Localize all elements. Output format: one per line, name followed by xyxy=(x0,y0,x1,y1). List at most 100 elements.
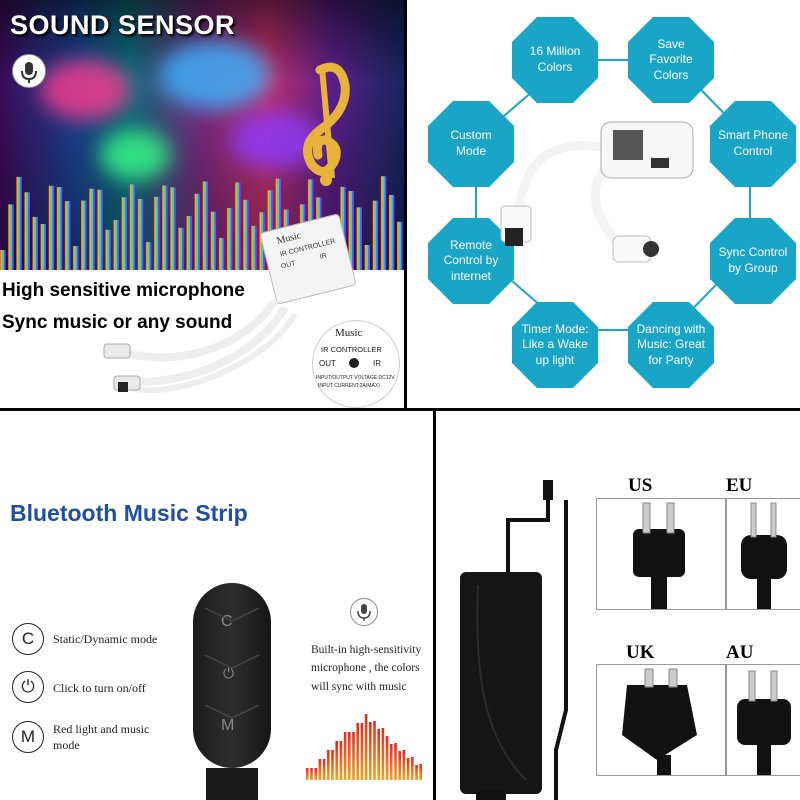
uk-plug-image xyxy=(596,664,726,776)
microphone-description: Built-in high-sensitivity microphone , t… xyxy=(311,644,422,693)
eq-bar xyxy=(16,176,22,270)
eq-bar xyxy=(170,187,176,270)
power-button-description: Click to turn on/off xyxy=(53,681,146,695)
feature-dancing-with-music: Dancing with Music: Great for Party xyxy=(628,302,714,388)
wave-bar xyxy=(327,750,330,780)
eq-bar xyxy=(396,221,403,270)
microphone-icon xyxy=(12,54,46,88)
vertical-divider-top xyxy=(404,0,407,410)
wave-bar xyxy=(398,751,401,780)
wave-bar xyxy=(348,732,351,780)
eq-bar xyxy=(388,194,395,270)
eu-plug-image xyxy=(726,498,800,610)
bluetooth-music-strip-panel: Bluetooth Music Strip C Static/Dynamic m… xyxy=(0,418,432,800)
feature-line-sync: Sync music or any sound xyxy=(2,312,233,333)
music-note-icon xyxy=(290,60,360,195)
eq-bar xyxy=(202,181,208,270)
wave-bar xyxy=(356,723,359,780)
vertical-divider-bottom xyxy=(433,411,436,800)
feature-sync-control-by-group: Sync Control by Group xyxy=(710,218,796,304)
wave-bar xyxy=(377,729,380,780)
wave-bar xyxy=(419,764,422,780)
seal-ir-sensor xyxy=(349,358,359,368)
eq-bar xyxy=(40,223,46,270)
eq-bar xyxy=(186,216,192,270)
eq-bar xyxy=(0,250,6,270)
feature-16-million-colors: 16 Million Colors xyxy=(512,17,598,103)
remote-key-power: ⏻ xyxy=(223,665,235,681)
wave-bar xyxy=(339,741,343,780)
wave-bar xyxy=(352,732,355,780)
eq-bar xyxy=(234,182,241,270)
seal-brand: Music xyxy=(335,327,363,339)
eq-bar xyxy=(145,241,152,270)
eq-bar xyxy=(56,187,63,270)
feature-smart-phone-control: Smart Phone Control xyxy=(710,101,796,187)
remote-key-c: C xyxy=(221,613,233,630)
eq-bar xyxy=(380,176,387,270)
power-adapter xyxy=(460,480,568,800)
eq-bar xyxy=(348,190,354,270)
controller-brand: Music xyxy=(275,230,303,247)
wave-bar xyxy=(364,714,368,780)
eq-bar xyxy=(137,198,144,270)
wave-bar xyxy=(406,758,410,780)
eq-bar xyxy=(113,220,119,270)
c-button-description: Static/Dynamic mode xyxy=(53,632,158,646)
wave-bar xyxy=(318,759,322,780)
seal-current: INPUT CURRENT:2A(MAX) xyxy=(318,383,380,389)
wifi-controller-device xyxy=(500,121,694,263)
plug-label-us: US xyxy=(628,475,653,496)
feature-timer-mode: Timer Mode: Like a Wake up light xyxy=(512,302,598,388)
us-plug-image xyxy=(596,498,726,610)
m-button-description: Red light and music mode xyxy=(53,722,150,753)
sound-sensor-panel: SOUND SENSOR Music IR CONTROLLER OUT IR … xyxy=(0,0,404,408)
eq-bar xyxy=(372,200,379,270)
wave-bar xyxy=(394,743,397,780)
controller-label-closeup: Music IR CONTROLLER OUT IR INPUT/OUTPUT … xyxy=(312,320,400,408)
eq-bar xyxy=(32,216,38,270)
eq-bar xyxy=(72,245,79,270)
sound-sensor-title: SOUND SENSOR xyxy=(10,10,236,40)
eq-bar xyxy=(243,199,249,270)
eq-bar xyxy=(178,227,184,270)
wave-bar xyxy=(381,728,385,780)
eq-bar xyxy=(24,192,30,270)
seal-label: IR CONTROLLER xyxy=(321,345,382,354)
eq-bar xyxy=(162,185,168,270)
eq-bar xyxy=(129,184,136,270)
eq-bar xyxy=(251,225,257,270)
wave-bar xyxy=(402,750,406,780)
eq-bar xyxy=(81,200,87,270)
eq-bar xyxy=(226,208,233,270)
c-button-icon: C xyxy=(12,623,44,655)
horizontal-divider xyxy=(0,408,800,411)
controller-out: OUT xyxy=(280,260,297,271)
wave-bar xyxy=(390,744,393,780)
remote-key-m: M xyxy=(221,717,235,734)
eq-bar xyxy=(356,207,362,270)
wave-bar xyxy=(306,768,309,780)
wave-bar xyxy=(415,765,418,780)
eq-bar xyxy=(97,189,103,270)
plug-label-uk: UK xyxy=(626,642,655,663)
wave-bar xyxy=(335,741,338,780)
eq-bar xyxy=(64,201,71,270)
power-adapter-panel: US EU UK AU xyxy=(438,418,800,800)
plug-label-eu: EU xyxy=(726,475,753,496)
seal-voltage: INPUT/OUTPUT VOLTAGE:DC12V xyxy=(316,375,395,381)
eq-bar xyxy=(8,204,14,270)
seal-out: OUT xyxy=(319,359,336,368)
controller-ir: IR xyxy=(319,252,328,261)
wave-bar xyxy=(369,722,372,780)
feature-custom-mode: Custom Mode xyxy=(428,101,514,187)
seal-ir: IR xyxy=(373,359,381,368)
wifi-controller-features-panel: 16 Million Colors Save Favorite Colors S… xyxy=(408,0,800,408)
controller-cables xyxy=(103,300,298,394)
eq-bar xyxy=(275,178,281,270)
m-button-icon: M xyxy=(12,721,44,753)
wave-bar xyxy=(310,768,313,780)
eq-bar xyxy=(210,211,217,270)
wave-bar xyxy=(385,736,389,780)
sound-wave-graphic xyxy=(306,714,422,780)
